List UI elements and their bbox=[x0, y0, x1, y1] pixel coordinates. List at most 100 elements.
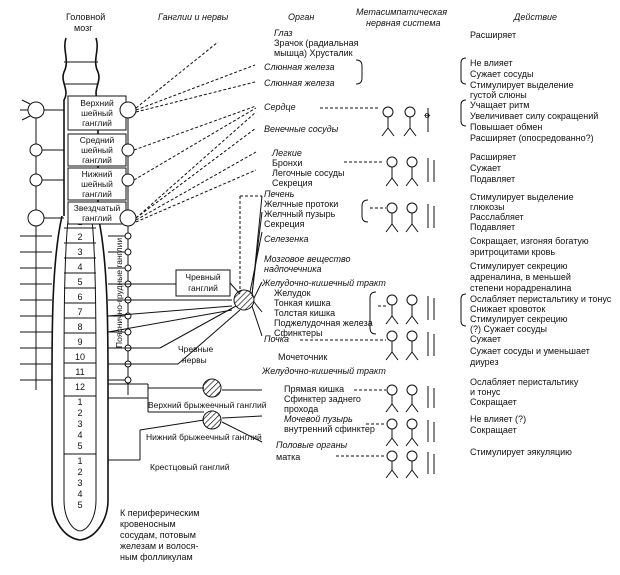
l-num-2: 2 bbox=[77, 408, 82, 418]
organs-column: Глаз Зрачок (радиальная мышца) Хрусталик… bbox=[261, 28, 386, 462]
effect-kidney-1: Сужает сосуды и уменьшает bbox=[470, 346, 590, 356]
organ-salivary-1: Слюнная железа bbox=[264, 62, 335, 72]
lower-ganglion-l3: ганглий bbox=[82, 189, 112, 199]
effect-salivary-1: Не влияет bbox=[470, 58, 513, 68]
l-num-1: 1 bbox=[77, 397, 82, 407]
celiac-nerves-l2: нервы bbox=[182, 355, 207, 365]
effect-lungs-3: Подавляет bbox=[470, 174, 515, 184]
sup-mesenteric-label: Верхний брыжеечный ганглий bbox=[148, 400, 267, 410]
middle-ganglion-l2: шейный bbox=[81, 145, 113, 155]
effect-rectum-3: Сокращает bbox=[470, 397, 517, 407]
effect-genitals: Стимулирует эякуляцию bbox=[470, 447, 572, 457]
celiac-ganglion: Чревный ганглий bbox=[175, 269, 241, 297]
brain-label-1: Головной bbox=[66, 12, 105, 22]
periphery-note: К периферическим кровеносным сосудам, по… bbox=[120, 508, 199, 562]
effect-bladder-1: Не влияет (?) bbox=[470, 414, 526, 424]
effect-liver-2: глюкозы bbox=[470, 202, 505, 212]
thoracic-segments: 1 2 3 4 5 6 7 8 9 10 11 12 bbox=[64, 217, 96, 392]
organ-bladder-sphincter: внутренний сфинктер bbox=[284, 424, 375, 434]
effect-heart-1: Учащает ритм bbox=[470, 100, 530, 110]
header-mns-1: Метасимпатическая bbox=[356, 7, 447, 17]
effect-heart-2: Увеличивает силу сокращений bbox=[470, 111, 598, 121]
sacral-segments: 1 2 3 4 5 bbox=[77, 456, 82, 510]
effect-rectum-2: и тонус bbox=[470, 387, 501, 397]
effect-gi-1: Ослабляет перистальтику и тонус bbox=[470, 294, 612, 304]
upper-ganglion-l2: шейный bbox=[81, 108, 113, 118]
effects-column: Расширяет Не влияет Сужает сосуды Стимул… bbox=[460, 30, 612, 457]
t-num-6: 6 bbox=[77, 292, 82, 302]
effect-gi-4: (?) Сужает сосуды bbox=[470, 324, 547, 334]
effect-rectum-1: Ослабляет перистальтику bbox=[470, 377, 579, 387]
upper-cervical-ganglion: Верхний шейный ганглий bbox=[67, 95, 137, 131]
splanchnic-nerves bbox=[107, 283, 241, 461]
organ-kidney: Почка bbox=[264, 334, 289, 344]
organ-ureter: Мочеточник bbox=[278, 352, 327, 362]
organ-pancreas: Поджелудочная железа bbox=[274, 318, 373, 328]
periphery-note-4: железам и волося- bbox=[120, 541, 198, 551]
effect-adrenal-1: Стимулирует секрецию bbox=[470, 261, 568, 271]
periphery-note-5: ным фолликулам bbox=[120, 552, 193, 562]
l-num-3: 3 bbox=[77, 419, 82, 429]
effect-gi-5: Сужает bbox=[470, 334, 501, 344]
t-num-10: 10 bbox=[75, 352, 85, 362]
effect-lungs-1: Расширяет bbox=[470, 152, 516, 162]
effect-bracket-salivary bbox=[460, 57, 467, 85]
l-num-5: 5 bbox=[77, 441, 82, 451]
left-side-chain bbox=[20, 99, 64, 390]
t-num-8: 8 bbox=[77, 322, 82, 332]
effect-spleen-1: Сокращает, изгоняя богатую bbox=[470, 236, 589, 246]
effect-salivary-4: густой слюны bbox=[470, 90, 527, 100]
effect-gi-2: Снижает кровоток bbox=[470, 304, 545, 314]
stellate-ganglion-l2: ганглий bbox=[82, 213, 112, 223]
lower-cervical-ganglion: Нижний шейный ганглий bbox=[67, 167, 135, 201]
organ-adrenal-2: надпочечника bbox=[264, 264, 322, 274]
header-mns-2: нервная система bbox=[366, 18, 441, 28]
celiac-postganglionic bbox=[221, 195, 263, 443]
header-organ: Орган bbox=[288, 12, 314, 22]
organ-eye: Глаз bbox=[274, 28, 293, 38]
effect-liver-4: Подавляет bbox=[470, 222, 515, 232]
header-ganglia: Ганглии и нервы bbox=[158, 12, 229, 22]
organ-gi-tract: Желудочно-кишечный тракт bbox=[261, 278, 386, 288]
effect-salivary-2: Сужает сосуды bbox=[470, 69, 533, 79]
effect-lungs-2: Сужает bbox=[470, 163, 501, 173]
organ-gi-tract-2: Желудочно-кишечный тракт bbox=[261, 366, 386, 376]
effect-heart-4: Расширяет (опосредованно?) bbox=[470, 133, 594, 143]
organ-liver-secretion: Секреция bbox=[264, 219, 305, 229]
s-num-5: 5 bbox=[77, 500, 82, 510]
organ-adrenal-1: Мозговое вещество bbox=[264, 254, 351, 264]
organ-lens: мышца) Хрусталик bbox=[274, 48, 353, 58]
organ-rectum: Прямая кишка bbox=[284, 384, 344, 394]
t-num-2: 2 bbox=[77, 232, 82, 242]
celiac-ganglion-l2: ганглий bbox=[188, 283, 218, 293]
celiac-plexus-ganglion bbox=[233, 289, 255, 311]
organ-spleen: Селезенка bbox=[264, 234, 308, 244]
s-num-2: 2 bbox=[77, 467, 82, 477]
organ-bronchi: Бронхи bbox=[272, 158, 302, 168]
upper-ganglion-l3: ганглий bbox=[82, 118, 112, 128]
organ-gallbladder: Желчный пузырь bbox=[264, 209, 336, 219]
organ-bile-ducts: Желчные протоки bbox=[264, 199, 338, 209]
stellate-ganglion-l1: Звездчатый bbox=[74, 203, 121, 213]
upper-ganglion-l1: Верхний bbox=[80, 98, 114, 108]
organ-uterus: матка bbox=[276, 452, 300, 462]
organ-large-intestine: Толстая кишка bbox=[274, 308, 335, 318]
superior-mesenteric-ganglion-node bbox=[202, 378, 222, 398]
organ-brackets bbox=[355, 59, 377, 335]
t-num-3: 3 bbox=[77, 247, 82, 257]
organ-lung-secretion: Секреция bbox=[272, 178, 313, 188]
s-num-4: 4 bbox=[77, 489, 82, 499]
t-num-11: 11 bbox=[75, 367, 84, 377]
header-action: Действие bbox=[513, 12, 557, 22]
effect-salivary-3: Стимулирует выделение bbox=[470, 80, 574, 90]
inferior-mesenteric-ganglion-node bbox=[202, 410, 222, 430]
effect-bracket-heart bbox=[460, 99, 467, 127]
organ-anal-sphincter-2: прохода bbox=[284, 404, 318, 414]
middle-ganglion-l1: Средний bbox=[80, 135, 115, 145]
thoracolumbar-label: Пояснично-грудные ганглии bbox=[114, 238, 124, 348]
l-num-4: 4 bbox=[77, 430, 82, 440]
spinal-cord bbox=[51, 215, 109, 541]
t-num-5: 5 bbox=[77, 277, 82, 287]
mns-neurons: ꝋ bbox=[300, 106, 435, 479]
